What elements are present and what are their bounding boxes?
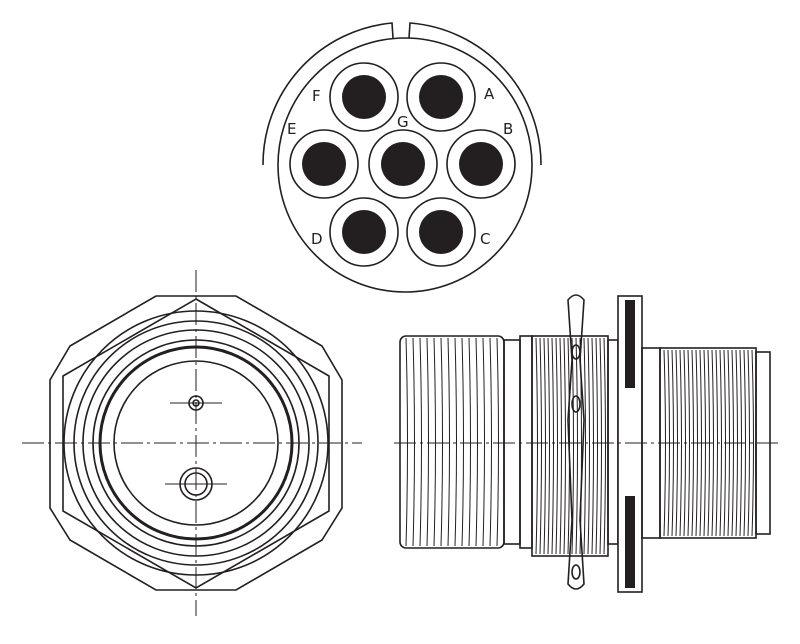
pin-label-c: C — [480, 230, 490, 248]
connector-end-view — [22, 270, 362, 616]
pin-g — [368, 129, 438, 199]
pin-label-e: E — [287, 120, 296, 138]
pin-label-d: D — [311, 230, 323, 248]
pin-b — [446, 129, 516, 199]
shell-arc-left — [262, 22, 394, 166]
thread-lines — [405, 337, 499, 547]
pin-label-b: B — [503, 120, 513, 138]
pin-e — [289, 129, 359, 199]
face-outline — [277, 37, 533, 293]
connector-side-view — [394, 294, 778, 593]
hex-nut-outline — [49, 295, 343, 591]
pin-label-a: A — [484, 85, 495, 103]
pin-f — [329, 62, 399, 132]
lock-tab — [567, 294, 585, 590]
shell-arc-right — [408, 22, 542, 166]
pin-c — [406, 197, 476, 267]
pin-d — [329, 197, 399, 267]
pin-label-g: G — [397, 113, 409, 131]
connector-face-view: A B C D E F G — [262, 22, 542, 293]
pin-a — [406, 62, 476, 132]
pin-label-f: F — [312, 87, 321, 105]
